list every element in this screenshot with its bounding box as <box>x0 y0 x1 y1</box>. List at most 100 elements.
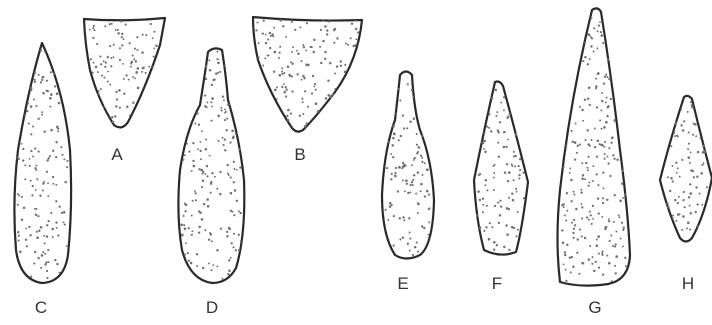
stipple-dot <box>416 152 418 154</box>
stipple-dot <box>32 185 34 187</box>
stipple-dot <box>513 155 515 157</box>
stipple-dot <box>33 98 35 100</box>
stipple-dot <box>41 79 43 81</box>
stipple-dot <box>388 141 390 143</box>
stipple-dot <box>598 24 600 26</box>
stipple-dot <box>305 122 308 125</box>
stipple-dot <box>206 165 208 167</box>
stipple-dot <box>402 216 404 218</box>
stipple-dot <box>675 162 677 164</box>
stipple-dot <box>21 196 23 198</box>
stipple-dot <box>35 189 37 191</box>
stipple-dot <box>394 175 397 178</box>
stipple-dot <box>32 125 34 127</box>
stipple-dot <box>30 89 33 92</box>
stipple-dot <box>428 221 430 223</box>
stipple-dot <box>597 140 600 143</box>
stipple-dot <box>104 66 106 68</box>
stipple-dot <box>61 212 63 214</box>
stipple-dot <box>696 203 698 205</box>
stipple-dot <box>36 231 38 233</box>
stipple-dot <box>604 228 607 231</box>
stipple-dot <box>205 65 208 68</box>
stipple-dot <box>230 176 232 178</box>
stipple-dot <box>49 155 51 157</box>
stipple-dot <box>613 221 615 223</box>
stipple-dot <box>265 34 267 36</box>
stipple-dot <box>489 222 491 224</box>
stipple-dot <box>93 62 95 64</box>
stipple-dot <box>695 135 697 137</box>
stipple-dot <box>313 51 315 53</box>
stipple-dot <box>41 254 44 257</box>
stipple-dot <box>46 235 49 238</box>
stipple-dot <box>687 148 689 150</box>
stipple-dot <box>194 123 196 125</box>
stipple-dot <box>205 139 207 141</box>
stipple-dot <box>41 114 43 116</box>
stipple-dot <box>428 234 430 236</box>
stipple-dot <box>566 244 568 246</box>
stipple-dot <box>562 166 564 168</box>
stipple-dot <box>350 37 352 39</box>
stipple-dot <box>199 141 201 143</box>
stipple-dot <box>491 226 493 228</box>
stipple-dot <box>196 265 198 267</box>
stipple-dot <box>403 219 405 221</box>
stipple-dot <box>621 170 623 172</box>
stipple-dot <box>125 74 127 76</box>
stipple-dot <box>697 151 699 153</box>
stipple-dot <box>621 222 623 224</box>
stipple-dot <box>95 66 98 69</box>
stipple-dot <box>417 171 420 174</box>
stipple-dot <box>412 96 414 98</box>
stipple-dot <box>355 28 357 30</box>
stipple-dot <box>597 197 599 199</box>
stipple-dot <box>409 232 411 234</box>
stipple-dot <box>48 157 50 159</box>
stipple-dot <box>45 261 47 263</box>
stipple-dot <box>590 214 592 216</box>
stipple-dot <box>601 216 603 218</box>
stipple-dot <box>27 103 29 105</box>
stipple-dot <box>206 175 208 177</box>
stipple-dot <box>357 31 359 33</box>
stipple-dot <box>181 234 184 237</box>
stipple-dot <box>391 173 393 175</box>
stipple-dot <box>129 42 131 44</box>
stipple-dot <box>28 226 30 228</box>
stipple-dot <box>50 212 52 214</box>
stipple-dot <box>618 214 620 216</box>
stipple-dot <box>26 245 28 247</box>
stipple-dot <box>491 97 494 100</box>
stipple-dot <box>314 83 316 85</box>
stipple-dot <box>46 270 48 272</box>
stipple-dot <box>569 172 571 174</box>
stipple-dot <box>411 184 413 186</box>
stipple-dot <box>588 181 590 183</box>
stipple-dot <box>132 54 134 56</box>
stipple-dot <box>184 203 186 205</box>
stipple-dot <box>100 88 102 90</box>
stipple-dot <box>320 29 322 31</box>
label-e: E <box>397 274 408 293</box>
stipple-dot <box>238 148 240 150</box>
stipple-dot <box>513 151 515 153</box>
stipple-dot <box>482 142 484 144</box>
stipple-dot <box>276 98 278 100</box>
stipple-dot <box>411 181 413 183</box>
stipple-dot <box>506 233 509 236</box>
stipple-dot <box>493 172 495 174</box>
shape-a-outline <box>84 18 165 127</box>
stipple-dot <box>611 136 614 139</box>
shape-f: F <box>474 82 528 294</box>
stipple-dot <box>611 280 613 282</box>
stipple-dot <box>488 127 490 129</box>
stipple-dot <box>417 202 419 204</box>
stipple-dot <box>285 95 287 97</box>
stipple-dot <box>285 36 287 38</box>
stipple-dot <box>670 145 672 147</box>
stipple-dot <box>239 166 241 168</box>
stipple-dot <box>115 105 117 107</box>
stipple-dot <box>38 151 40 153</box>
